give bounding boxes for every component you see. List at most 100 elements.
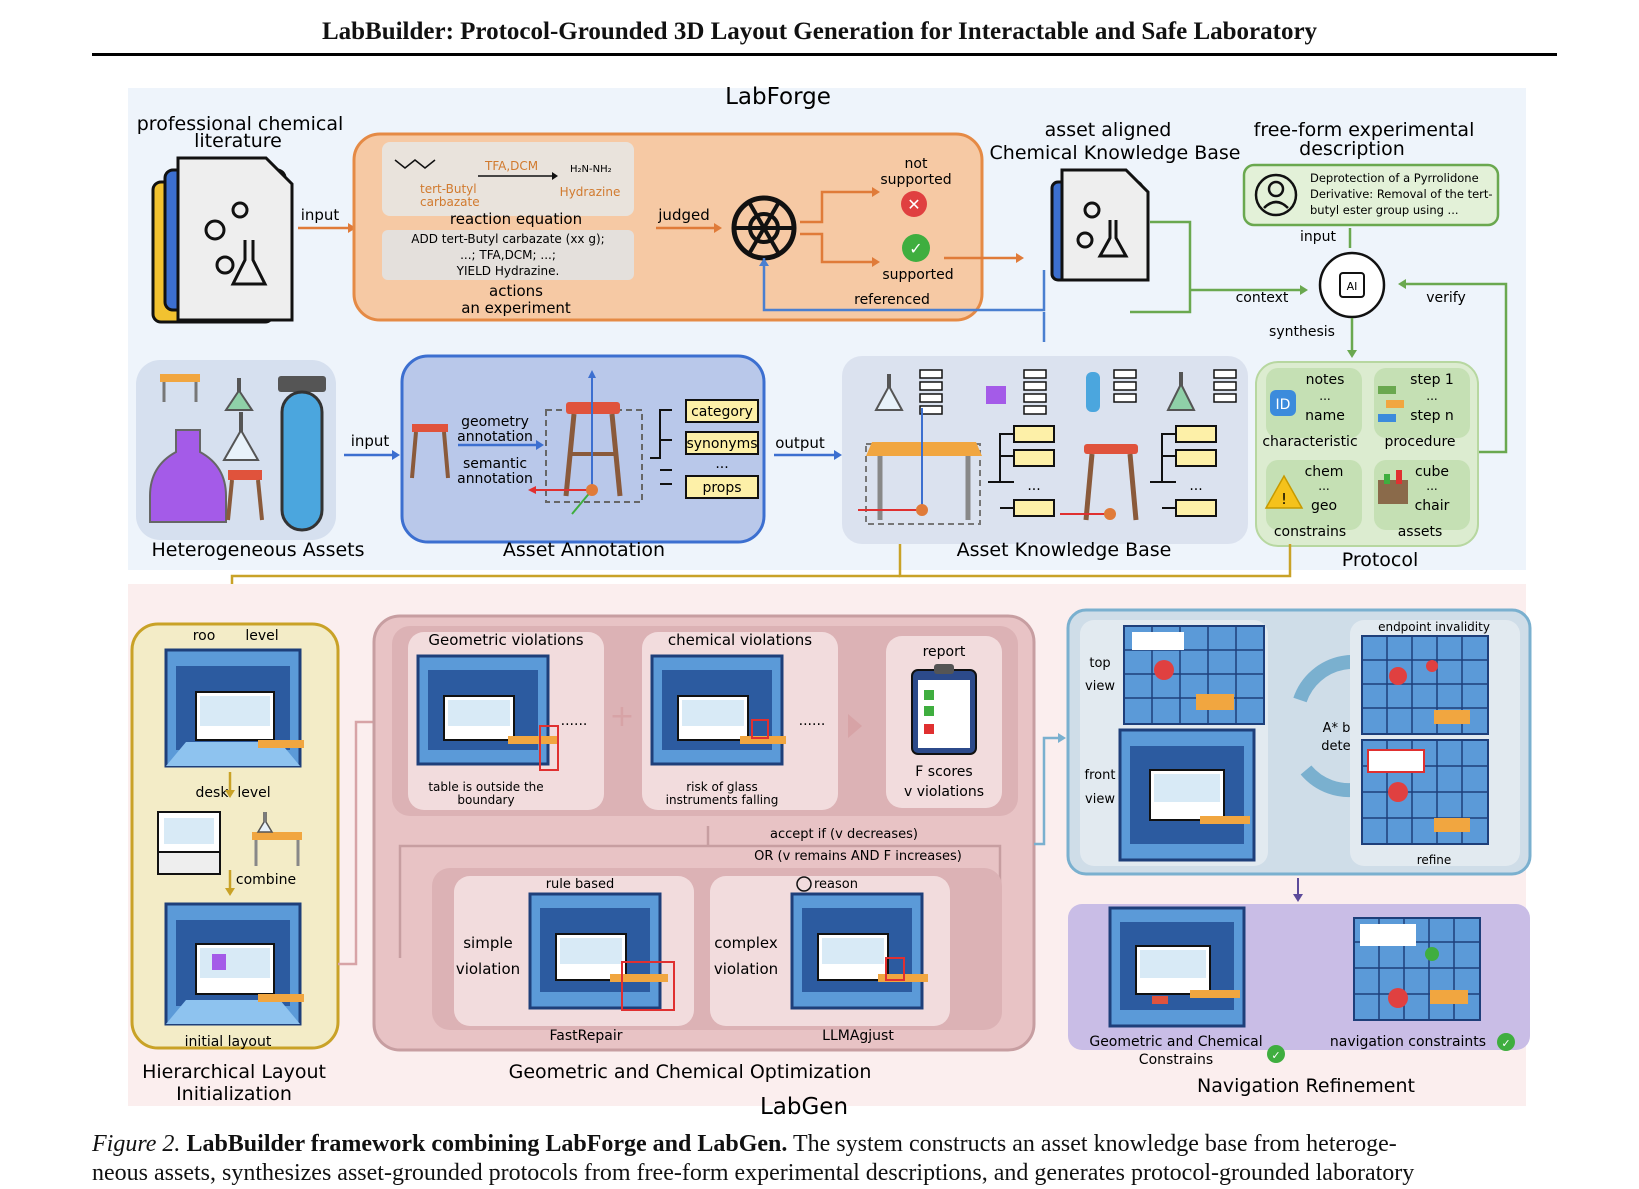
chair-label: chair (1415, 498, 1450, 514)
lab-assets-icon (1378, 470, 1408, 504)
cube-label: cube (1415, 464, 1449, 480)
synonyms-label: synonyms (686, 436, 757, 452)
geo-ellipsis: ...... (561, 713, 588, 729)
reject-icon (901, 191, 927, 217)
input-label-3: input (351, 432, 390, 450)
front-view-1: front (1085, 768, 1116, 783)
front-view-2: view (1085, 792, 1115, 807)
initial-layout-label: initial layout (185, 1034, 272, 1050)
stool-icon (412, 424, 448, 432)
output-label: output (775, 434, 825, 452)
freeform-label-2: description (1299, 138, 1405, 160)
refine-label: refine (1417, 853, 1452, 867)
navigation-grid-icon (1353, 917, 1481, 1021)
verify-label: verify (1426, 290, 1466, 306)
front-view-room-icon (1118, 728, 1256, 862)
figure-caption: Figure 2. LabBuilder framework combining… (92, 1130, 1562, 1188)
literature-label-line1: professional chemical (137, 113, 344, 135)
stepn-label: step n (1410, 408, 1454, 424)
llmadjust-label: LLMAgjust (822, 1028, 894, 1044)
caption-bold-title: LabBuilder framework combining LabForge … (186, 1131, 788, 1157)
room-label: roo (193, 628, 216, 644)
constrains-label: constrains (1274, 524, 1346, 540)
clipboard-report-icon (911, 664, 977, 755)
geo-note-1: table is outside the (428, 780, 543, 794)
accept-if-label: accept if (v decreases) (770, 827, 918, 842)
svg-text:...: ... (1426, 389, 1437, 403)
freeform-label-1: free-form experimental (1254, 119, 1475, 141)
ellipsis-label: ... (715, 456, 728, 472)
refine-grid-icon (1361, 739, 1489, 845)
level-label: level (245, 628, 278, 644)
reagent-label: TFA,DCM (484, 159, 538, 173)
heterogeneous-assets-label: Heterogeneous Assets (151, 539, 364, 561)
id-icon (1270, 390, 1296, 416)
combine-label: combine (236, 872, 296, 888)
paper-header-title: LabBuilder: Protocol-Grounded 3D Layout … (321, 18, 1318, 45)
complex-violation-1: complex (714, 934, 778, 952)
kb-table-icon (866, 442, 982, 456)
geo-note-2: boundary (457, 793, 514, 807)
not-supported-label-2: supported (880, 172, 951, 188)
svg-text:✓: ✓ (1501, 1037, 1510, 1050)
actions-label: actions (489, 282, 543, 300)
report-label: report (923, 644, 966, 660)
svg-text:✓: ✓ (1271, 1049, 1280, 1062)
room-level-icon (164, 648, 304, 768)
geo-violation-room-icon (416, 654, 559, 771)
nav-refinement-label: Navigation Refinement (1197, 1075, 1415, 1097)
desk-level-icon (157, 811, 302, 875)
top-view-1: top (1089, 656, 1110, 671)
labgen-title: LabGen (760, 1094, 848, 1120)
reason-llm-icon (796, 876, 812, 892)
notes-label: notes (1306, 372, 1345, 388)
an-experiment-label: an experiment (461, 299, 571, 317)
hli-label-2: Initialization (176, 1083, 292, 1105)
nav-check-icon (1497, 1033, 1515, 1051)
geometry-annotation-2: annotation (457, 429, 533, 445)
hli-label-1: Hierarchical Layout (142, 1061, 326, 1083)
svg-text:carbazate: carbazate (420, 195, 480, 209)
literature-label-line2: literature (194, 130, 282, 152)
characteristic-label: characteristic (1262, 434, 1357, 450)
fastrepair-room-icon (528, 892, 675, 1011)
actions-text-1: ADD tert-Butyl carbazate (xx g); (411, 232, 604, 246)
freeform-text-box (1242, 163, 1500, 227)
geometry-annotation-1: geometry (461, 414, 529, 430)
category-label: category (691, 404, 753, 420)
or-remains-label: OR (v remains AND F increases) (754, 849, 962, 864)
actions-text-3: YIELD Hydrazine. (456, 264, 560, 278)
step1-label: step 1 (1410, 372, 1454, 388)
context-label: context (1236, 290, 1289, 306)
endpoint-invalidity-label: endpoint invalidity (1378, 620, 1490, 634)
protocol-label: Protocol (1342, 549, 1419, 571)
ckb-label-2: Chemical Knowledge Base (990, 142, 1241, 164)
svg-text:!: ! (1281, 490, 1287, 508)
not-supported-label-1: not (905, 156, 928, 172)
refined-room-icon (1108, 906, 1246, 1028)
chem-note-2: instruments falling (666, 793, 779, 807)
desk-label: desk (196, 785, 230, 801)
procedure-icon (1378, 386, 1404, 422)
svg-text:ID: ID (1276, 397, 1291, 413)
initial-layout-icon (164, 902, 304, 1026)
svg-text:...: ... (1027, 478, 1040, 494)
warning-icon (1264, 474, 1304, 509)
input-label-2: input (1300, 229, 1337, 245)
stool-small-icon (228, 470, 262, 480)
geo-label: geo (1311, 498, 1337, 514)
chem-ellipsis: ...... (799, 713, 826, 729)
ckb-label-1: asset aligned (1045, 119, 1172, 141)
endpoint-grid-icon (1361, 635, 1489, 735)
chem-note-1: risk of glass (686, 780, 757, 794)
procedure-label: procedure (1384, 434, 1455, 450)
top-view-2: view (1085, 679, 1115, 694)
freeform-text-3: butyl ester group using ... (1310, 203, 1459, 217)
caption-text: The system constructs an asset knowledge… (92, 1131, 1415, 1186)
svg-text:...: ... (1426, 479, 1437, 493)
scores-label: F scores (915, 764, 972, 780)
chem-violation-room-icon (650, 654, 786, 766)
svg-text:✕: ✕ (907, 195, 920, 214)
top-view-grid-icon (1123, 625, 1265, 725)
fastrepair-label: FastRepair (550, 1028, 623, 1044)
